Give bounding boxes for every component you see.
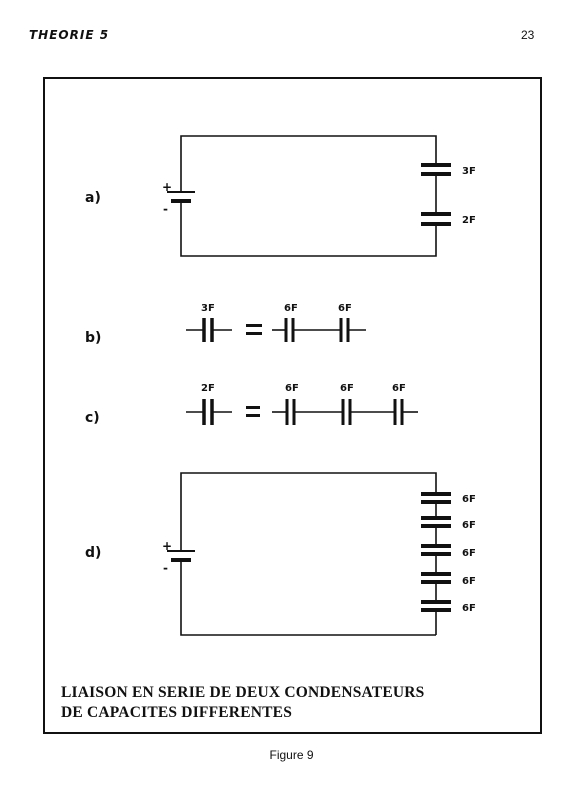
- circuit-d: [167, 472, 451, 636]
- battery-a-minus: -: [163, 202, 168, 216]
- capacitor-d-5-value: 6F: [462, 603, 476, 614]
- capacitor-c-right-3-value: 6F: [392, 383, 406, 394]
- circuit-c: [186, 399, 418, 425]
- capacitor-d-1-value: 6F: [462, 494, 476, 505]
- page-number: 23: [521, 28, 535, 42]
- capacitor-b-right-2-value: 6F: [338, 303, 352, 314]
- part-label-c: c): [85, 410, 100, 426]
- caption-line-2: DE CAPACITES DIFFERENTES: [61, 704, 293, 721]
- equals-sign-c-top: [246, 406, 260, 409]
- capacitor-a-2-value: 2F: [462, 215, 476, 226]
- equals-sign-b-bottom: [246, 332, 262, 335]
- page-header-title: THEORIE 5: [29, 28, 110, 42]
- capacitor-a-1-value: 3F: [462, 166, 476, 177]
- circuit-a: [167, 135, 451, 257]
- equals-sign-b-top: [246, 324, 262, 327]
- part-label-d: d): [85, 545, 101, 561]
- figure-label: Figure 9: [269, 748, 314, 762]
- capacitor-c-left-value: 2F: [201, 383, 215, 394]
- capacitor-b-left-value: 3F: [201, 303, 215, 314]
- circuit-b: [186, 318, 366, 342]
- battery-d-plus: +: [162, 539, 172, 553]
- caption-line-1: LIAISON EN SERIE DE DEUX CONDENSATEURS: [61, 684, 425, 701]
- capacitor-c-right-1-value: 6F: [285, 383, 299, 394]
- capacitor-b-right-1-value: 6F: [284, 303, 298, 314]
- part-label-a: a): [85, 190, 101, 206]
- figure-caption: LIAISON EN SERIE DE DEUX CONDENSATEURS D…: [61, 683, 531, 723]
- figure-frame: [43, 77, 542, 734]
- capacitor-c-right-2-value: 6F: [340, 383, 354, 394]
- battery-d-minus: -: [163, 561, 168, 575]
- equals-sign-c-bottom: [246, 414, 260, 417]
- capacitor-d-3-value: 6F: [462, 548, 476, 559]
- part-label-b: b): [85, 330, 101, 346]
- capacitor-d-2-value: 6F: [462, 520, 476, 531]
- battery-a-plus: +: [162, 180, 172, 194]
- capacitor-d-4-value: 6F: [462, 576, 476, 587]
